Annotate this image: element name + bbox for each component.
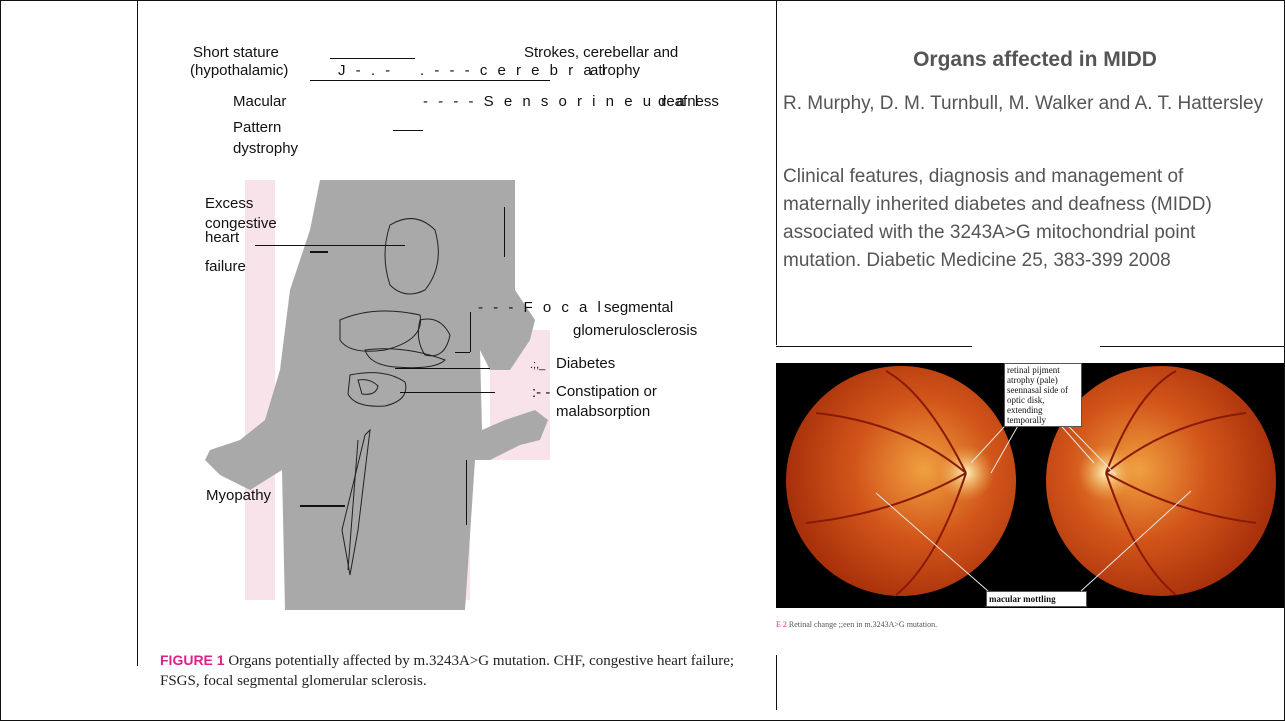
leader-myopathy [300,505,345,507]
label-focal: - - - F o c a l [478,299,604,317]
label-segmental: segmental [604,299,673,317]
fundus-image: retinal pijment atrophy (pale) seennasal… [776,363,1284,608]
label-constipation: Constipation or [556,383,657,401]
right-rule-2 [1100,346,1284,347]
leader-strokes-underline [310,80,550,81]
fundus-caption: E 2 Retinal change ;;een in m.3243A>G mu… [776,620,937,629]
left-margin-line [137,0,138,666]
label-heart: heart [205,229,239,247]
center-divider-lower [776,655,777,710]
pink-bg-left [245,180,275,600]
label-dystrophy: dystrophy [233,140,298,158]
label-diabetes: Diabetes [556,355,615,373]
caption-text: Organs potentially affected by m.3243A>G… [160,653,734,689]
label-glomerulosclerosis: glomerulosclerosis [573,322,697,340]
fundus-caption-text: Retinal change ;;een in m.3243A>G mutati… [789,620,937,629]
annotation-macular-mottling: macular mottling [986,591,1087,607]
leader-heart-tick [310,251,328,253]
label-pattern: Pattern [233,119,281,137]
label-strokes: Strokes, cerebellar and [524,44,678,62]
leader-vertical-2 [466,460,467,525]
label-constipation-prefix: :- - [532,384,550,402]
authors: R. Murphy, D. M. Turnbull, M. Walker and… [783,90,1273,118]
label-strokes-prefix: J - . - [338,62,393,80]
label-atrophy: atrophy [590,62,640,80]
label-deafness: deafness [658,93,719,111]
leader-constipation [400,392,495,393]
label-diabetes-prefix: .;,_ [530,356,545,374]
citation: Clinical features, diagnosis and managem… [783,163,1273,275]
label-myopathy: Myopathy [206,487,271,505]
label-macular: Macular [233,93,286,111]
label-malabsorption: malabsorption [556,403,650,421]
leader-vertical-1 [504,207,505,257]
leader-heart [255,245,405,246]
annotation-retinal-atrophy: retinal pijment atrophy (pale) seennasal… [1004,363,1082,427]
caption-figure-label: FIGURE 1 [160,652,225,668]
leader-diabetes [395,368,490,369]
label-hypothalamic: (hypothalamic) [190,62,288,80]
label-short-stature: Short stature [193,44,279,62]
fundus-caption-number: E 2 [776,620,787,629]
center-divider [776,0,777,345]
label-failure: failure [205,258,246,276]
leader-focal-h [455,352,470,353]
label-cerebral: . - - - c e r e b r a l [420,62,608,80]
right-title: Organs affected in MIDD [790,48,1280,72]
figure1-caption: FIGURE 1 Organs potentially affected by … [160,650,760,691]
label-excess: Excess [205,195,253,213]
leader-focal [470,312,471,352]
body-diagram [190,170,570,610]
leader-macular [393,130,423,131]
right-rule-1 [776,346,972,347]
leader-short-stature [330,58,415,59]
